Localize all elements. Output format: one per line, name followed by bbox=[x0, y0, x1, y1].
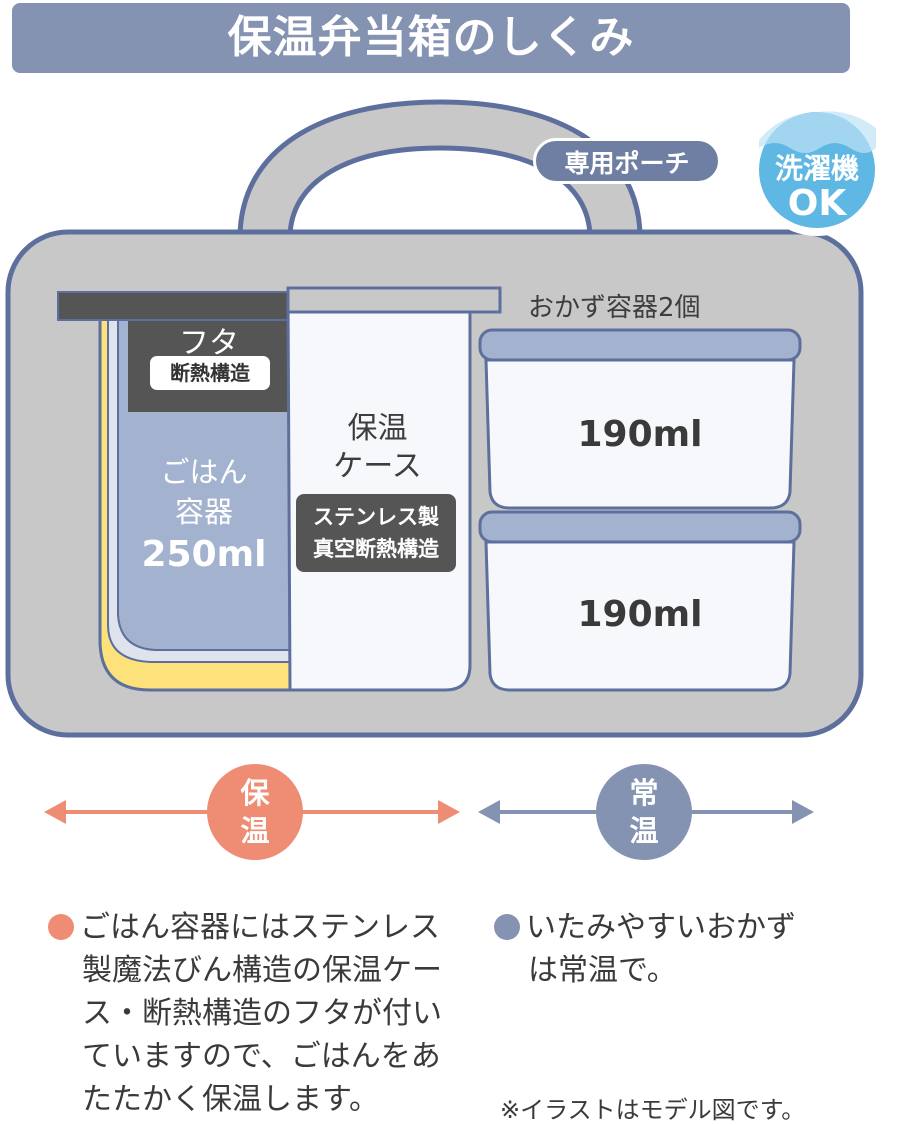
warm-description-line: たたかく保温します。 bbox=[82, 1082, 379, 1117]
illustration-note: ※イラストはモデル図です。 bbox=[500, 1096, 806, 1124]
warm-zone-label-line2: 温 bbox=[240, 814, 270, 848]
room-temp-zone-label-line1: 常 bbox=[629, 776, 659, 810]
insulated-case-tag-line2: 真空断熱構造 bbox=[313, 537, 439, 561]
warm-zone-label-line1: 保 bbox=[240, 776, 270, 810]
warm-zone-label: 保 温 bbox=[209, 774, 301, 850]
insulated-case-graphic bbox=[286, 286, 502, 692]
side-containers-title: おかず容器2個 bbox=[528, 293, 701, 323]
side-container-2-volume: 190ml bbox=[577, 594, 703, 635]
side-container-1-volume: 190ml bbox=[577, 414, 703, 455]
washing-machine-ok-badge: 洗濯機 OK bbox=[752, 95, 882, 245]
rice-container-label: ごはん 容器 bbox=[120, 452, 288, 532]
lid-insulation-tag: 断熱構造 bbox=[150, 356, 270, 390]
title-banner bbox=[12, 3, 850, 73]
room-temp-zone-label: 常 温 bbox=[598, 774, 690, 850]
rice-container-graphic bbox=[57, 291, 292, 692]
room-temp-description-line: いたみやすいおかず bbox=[494, 906, 874, 949]
rice-container-label-line2: 容器 bbox=[174, 495, 233, 529]
room-temp-zone-label-line2: 温 bbox=[629, 814, 659, 848]
side-container-1-graphic bbox=[478, 328, 802, 510]
warm-description-line: ごはん容器にはステンレス bbox=[48, 906, 478, 949]
washing-badge bbox=[751, 104, 883, 236]
warm-description-line: 製魔法びん構造の保温ケー bbox=[82, 953, 442, 988]
washing-badge-line1: 洗濯機 bbox=[774, 152, 859, 185]
room-temp-zone-arrow bbox=[478, 764, 814, 860]
rice-container-label-line1: ごはん bbox=[160, 455, 248, 489]
rice-container-volume: 250ml bbox=[141, 534, 267, 575]
warm-bullet-icon bbox=[48, 914, 74, 940]
warm-description-line: ス・断熱構造のフタが付い bbox=[82, 996, 442, 1031]
insulated-case-tag: ステンレス製 真空断熱構造 bbox=[296, 494, 456, 572]
page-title: 保温弁当箱のしくみ bbox=[227, 12, 635, 63]
insulated-case-label: 保温 ケース bbox=[290, 410, 465, 486]
warm-zone-arrow bbox=[44, 764, 460, 860]
warm-description-line: ていますので、ごはんをあ bbox=[82, 1039, 441, 1074]
lid-label: フタ bbox=[179, 326, 239, 361]
side-container-2-graphic bbox=[478, 510, 802, 692]
insulated-case-label-line2: ケース bbox=[333, 449, 422, 484]
washing-badge-line2: OK bbox=[787, 183, 847, 224]
room-temp-description-line: は常温で。 bbox=[528, 953, 677, 988]
pouch-label: 専用ポーチ bbox=[533, 138, 721, 184]
pouch-handle bbox=[237, 99, 643, 241]
insulated-case-label-line1: 保温 bbox=[347, 411, 408, 446]
insulated-case-tag-line1: ステンレス製 bbox=[313, 505, 439, 529]
warm-description: ごはん容器にはステンレス 製魔法びん構造の保温ケー ス・断熱構造のフタが付い て… bbox=[48, 906, 478, 1121]
room-temp-bullet-icon bbox=[494, 914, 520, 940]
room-temp-description: いたみやすいおかず は常温で。 bbox=[494, 906, 874, 992]
